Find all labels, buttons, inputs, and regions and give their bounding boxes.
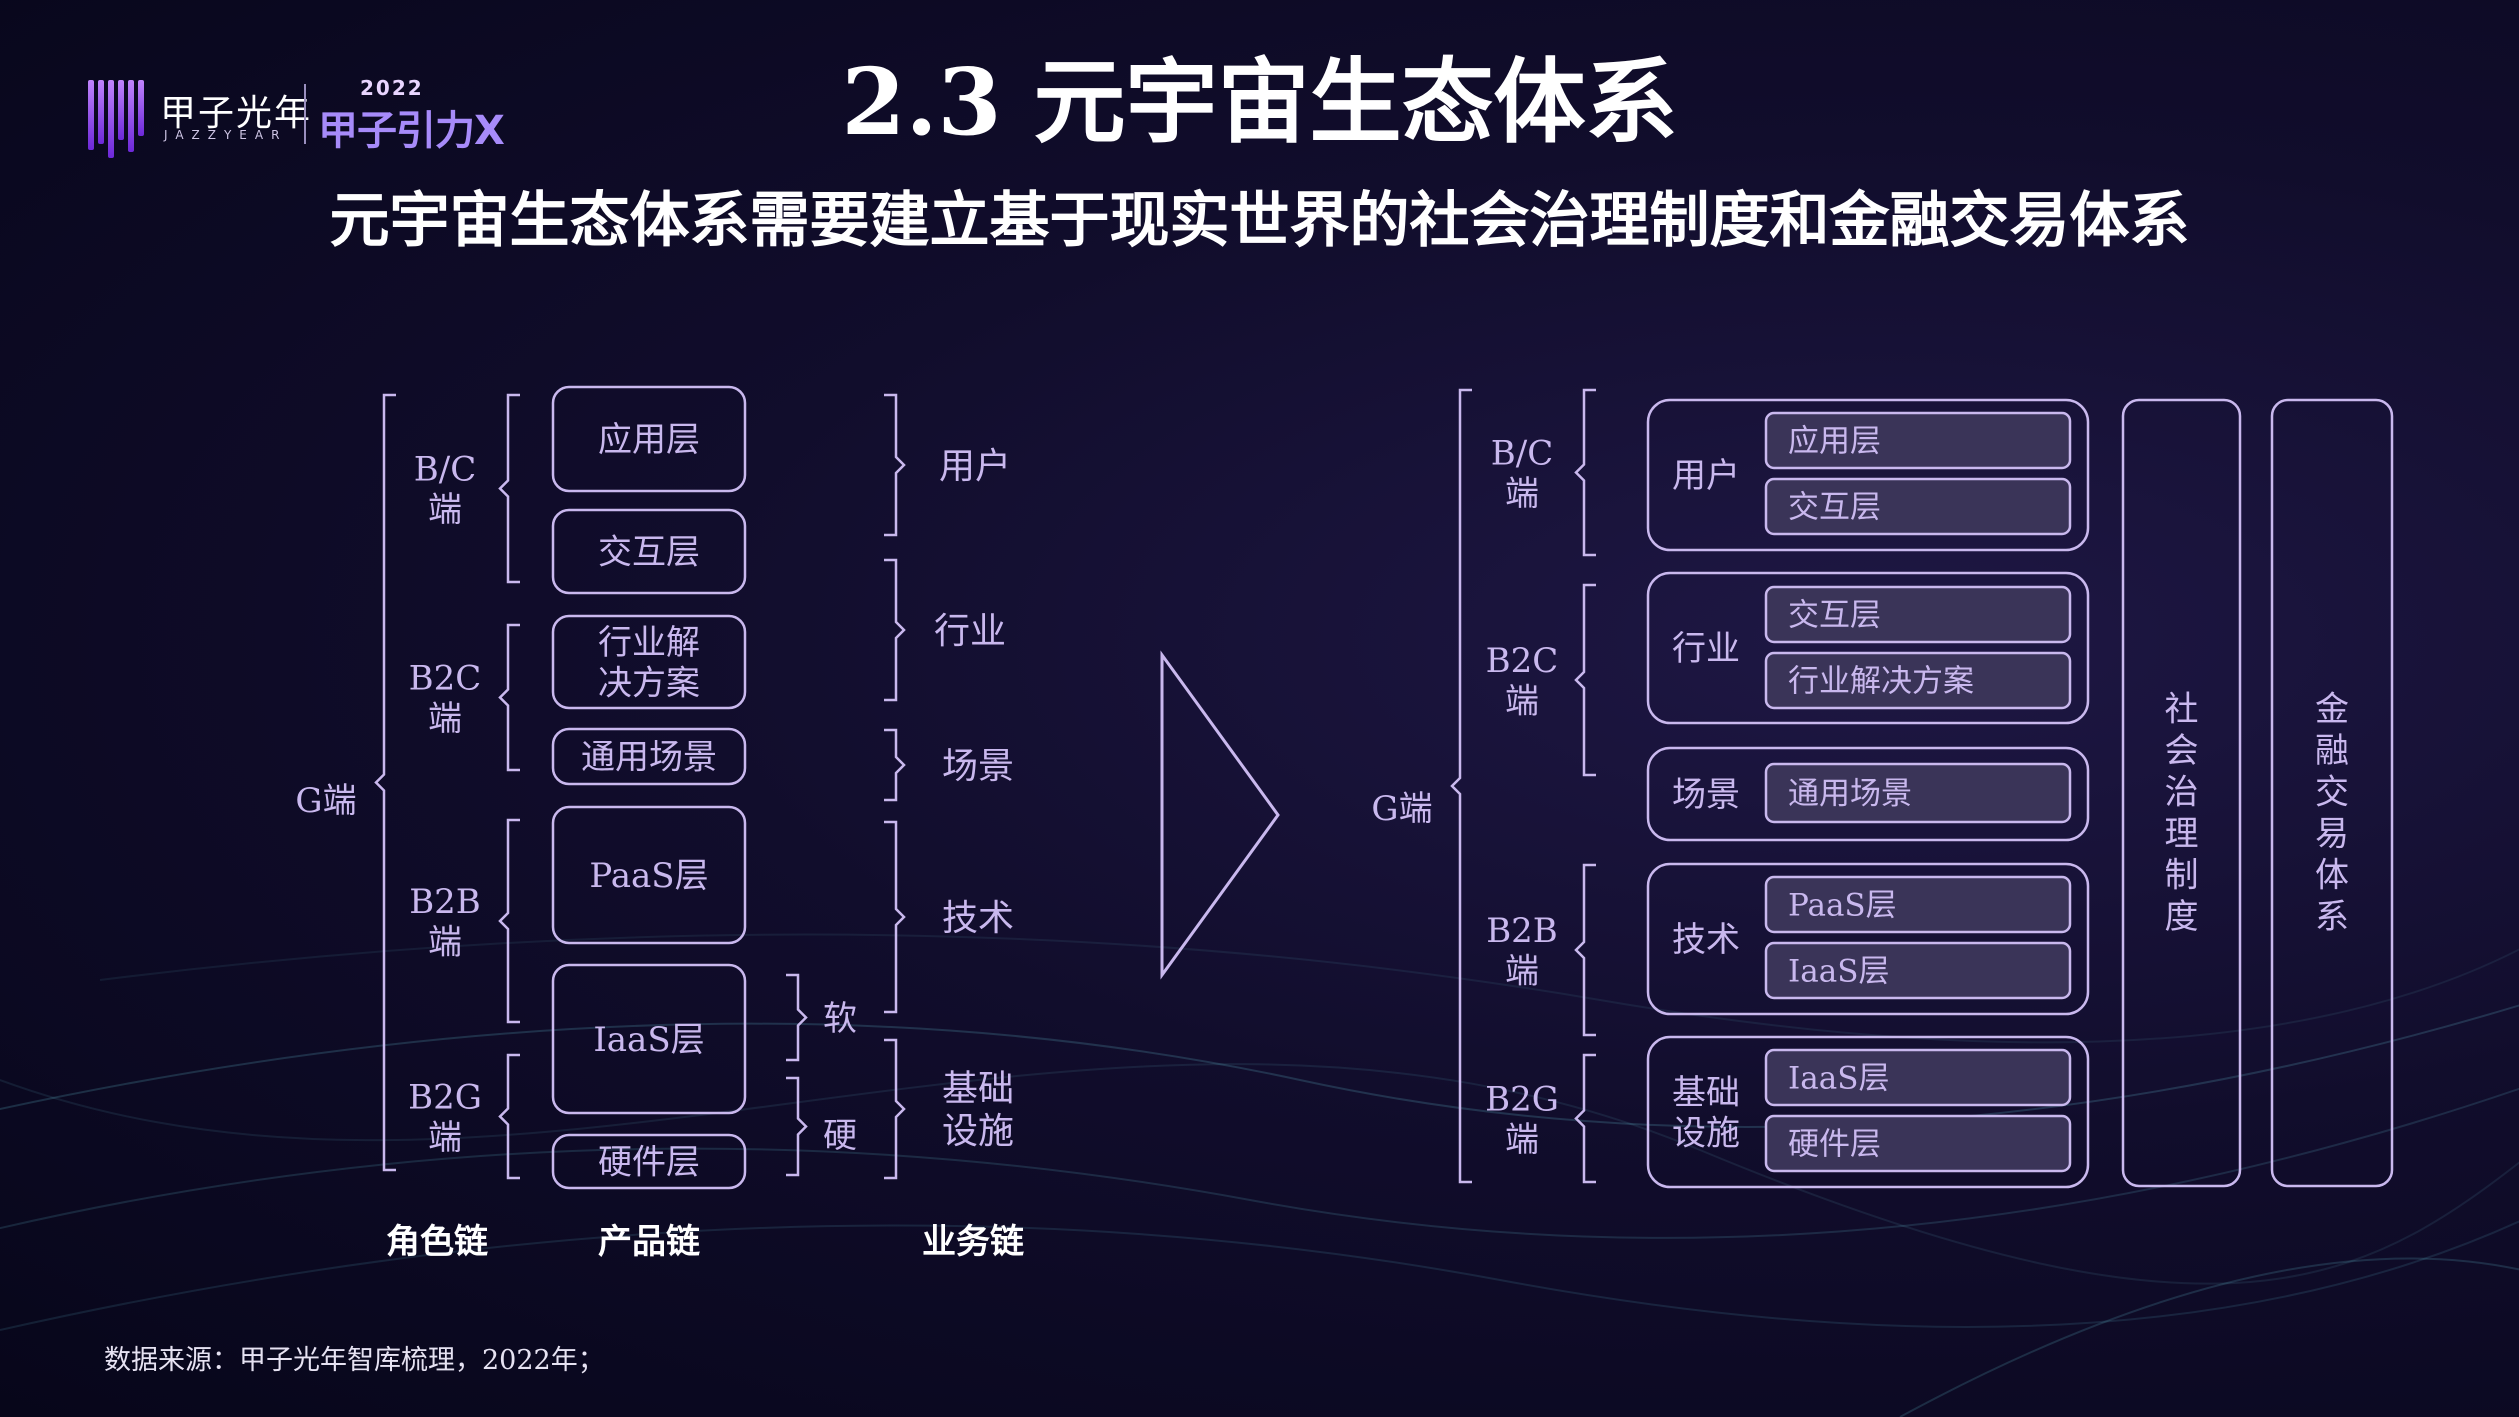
logo-text: 甲子光年 — [160, 93, 313, 134]
product-label: 交互层 — [598, 533, 700, 573]
g-label: G端 — [295, 781, 356, 821]
pillar-box — [2270, 398, 2394, 1188]
product-box — [551, 385, 747, 493]
g-brace — [374, 393, 396, 1172]
business-brace — [884, 393, 906, 537]
page-subtitle: 元宇宙生态体系需要建立基于现实世界的社会治理制度和金融交易体系 — [329, 186, 2190, 256]
event-logo: 甲子引力X — [318, 108, 505, 154]
group-label: 行业 — [1672, 629, 1740, 669]
product-box — [551, 963, 747, 1115]
group-box — [1646, 746, 2090, 842]
product-box — [551, 727, 747, 786]
group-label: 技术 — [1672, 920, 1740, 960]
g-brace — [1450, 388, 1472, 1184]
group-label: 用户 — [1672, 456, 1740, 496]
product-box — [551, 805, 747, 945]
layer-box — [1764, 477, 2072, 536]
hard-brace — [786, 1076, 808, 1177]
role-brace — [498, 393, 520, 584]
pillar-box — [2121, 398, 2242, 1188]
product-label: PaaS层 — [589, 856, 708, 896]
logo-subtext: JAZZYEAR — [164, 128, 288, 142]
business-brace — [884, 728, 906, 802]
layer-label: 硬件层 — [1788, 1127, 1881, 1163]
group-label: 基础设施 — [1672, 1073, 1740, 1153]
role-brace — [498, 1053, 520, 1180]
g-label: G端 — [1371, 789, 1432, 829]
business-label: 用户 — [939, 446, 1011, 487]
pillar-label: 社会治理制度 — [2165, 690, 2199, 937]
layer-box — [1764, 762, 2072, 824]
product-label: 通用场景 — [581, 738, 717, 778]
layer-label: 行业解决方案 — [1788, 664, 1974, 700]
product-label: 应用层 — [598, 420, 700, 460]
product-box — [551, 614, 747, 710]
layer-label: 交互层 — [1788, 490, 1881, 526]
layer-label: 应用层 — [1788, 424, 1881, 460]
product-label: IaaS层 — [593, 1020, 704, 1060]
page-title: 2.3 元宇宙生态体系 — [841, 48, 1678, 156]
role-brace — [1574, 388, 1596, 557]
soft-label: 软 — [823, 999, 857, 1039]
transform-arrow — [1160, 650, 1280, 980]
hard-label: 硬 — [823, 1116, 857, 1156]
business-label: 场景 — [942, 746, 1014, 787]
product-box — [551, 1133, 747, 1190]
role-brace — [1574, 863, 1596, 1037]
soft-brace — [786, 973, 808, 1062]
product-label: 行业解决方案 — [598, 623, 700, 703]
product-box — [551, 508, 747, 595]
business-label: 技术 — [942, 898, 1014, 939]
layer-label: 通用场景 — [1788, 776, 1912, 812]
layer-label: 交互层 — [1788, 598, 1881, 634]
business-label: 基础设施 — [942, 1069, 1014, 1152]
role-brace — [498, 818, 520, 1024]
layer-label: IaaS层 — [1788, 1061, 1889, 1097]
group-box — [1646, 571, 2090, 725]
layer-box — [1764, 411, 2072, 470]
group-box — [1646, 398, 2090, 552]
layer-label: IaaS层 — [1788, 954, 1889, 990]
layer-box — [1764, 585, 2072, 644]
business-brace — [884, 558, 906, 702]
caption-role-chain: 角色链 — [386, 1222, 488, 1262]
caption-business-chain: 业务链 — [922, 1222, 1024, 1262]
data-source: 数据来源：甲子光年智库梳理，2022年； — [104, 1345, 605, 1376]
layer-box — [1764, 941, 2072, 1000]
caption-product-chain: 产品链 — [598, 1222, 700, 1262]
business-brace — [884, 1038, 906, 1180]
group-label: 场景 — [1672, 775, 1740, 815]
group-box — [1646, 862, 2090, 1016]
layer-box — [1764, 875, 2072, 934]
group-box — [1646, 1035, 2090, 1189]
logo-divider — [304, 84, 306, 144]
logo-mark-icon — [88, 80, 158, 158]
role-brace — [1574, 1053, 1596, 1184]
role-brace — [498, 623, 520, 772]
pillar-label: 金融交易体系 — [2315, 690, 2349, 937]
product-label: 硬件层 — [598, 1143, 700, 1183]
layer-label: PaaS层 — [1788, 888, 1897, 924]
event-logo-year: 2022 — [360, 76, 424, 100]
layer-box — [1764, 651, 2072, 710]
role-brace — [1574, 583, 1596, 777]
layer-box — [1764, 1114, 2072, 1173]
business-brace — [884, 820, 906, 1014]
layer-box — [1764, 1048, 2072, 1107]
business-label: 行业 — [934, 611, 1006, 652]
